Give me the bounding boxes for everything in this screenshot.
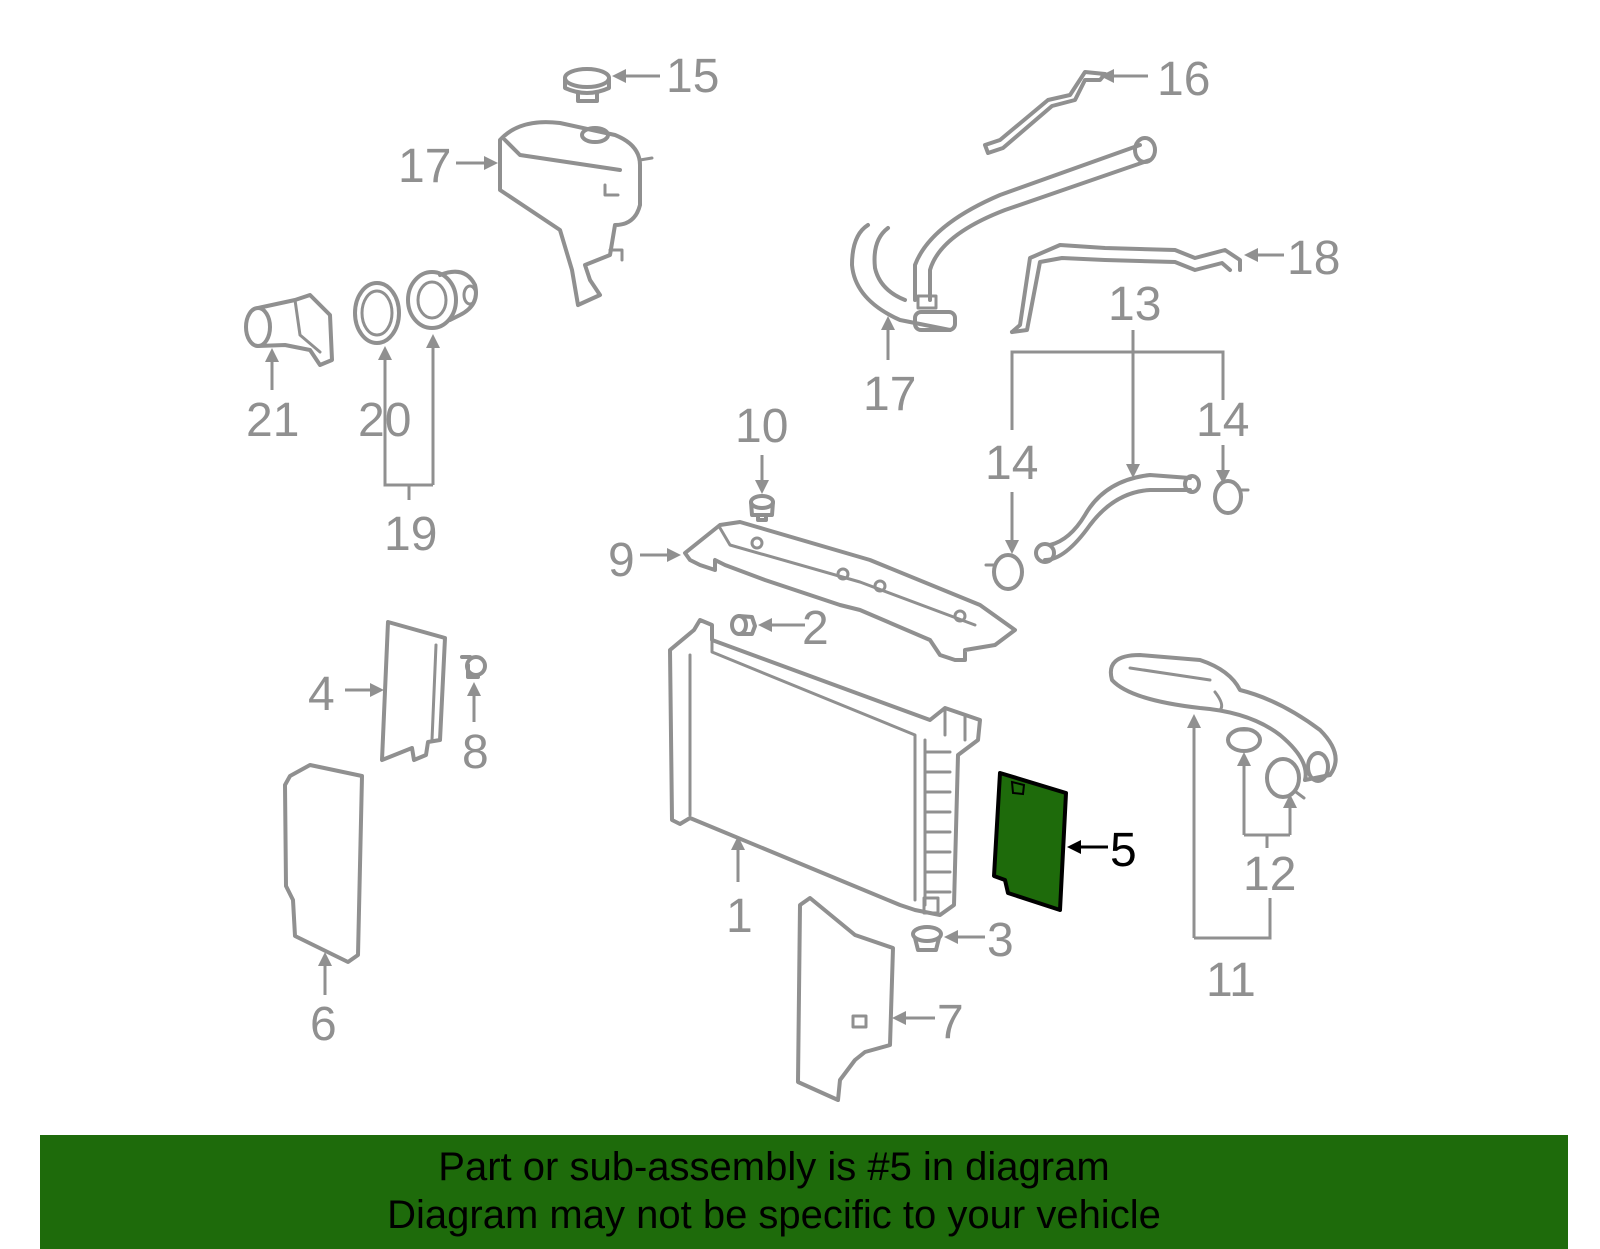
callout-10: 10 bbox=[735, 400, 788, 453]
part-12-clamp bbox=[1226, 727, 1306, 800]
callout-18: 17 bbox=[863, 368, 916, 421]
callout-22: 21 bbox=[246, 394, 299, 447]
part-15-reservoir bbox=[498, 120, 654, 307]
callout-16: 15 bbox=[666, 50, 719, 103]
callout-9: 9 bbox=[608, 534, 635, 587]
callout-20: 19 bbox=[384, 508, 437, 561]
callout-19: 18 bbox=[1287, 232, 1340, 285]
part-21-gasket bbox=[353, 281, 401, 345]
part-4-baffle bbox=[380, 620, 447, 762]
part-2-pin bbox=[730, 614, 757, 636]
part-19-tube bbox=[1010, 243, 1242, 334]
callout-5: 5 bbox=[1110, 824, 1137, 877]
part-5-highlighted bbox=[992, 771, 1068, 912]
callout-1: 1 bbox=[726, 890, 753, 943]
part-1-radiator bbox=[668, 618, 982, 917]
part-3-grommet bbox=[911, 925, 943, 952]
callout-14a: 14 bbox=[985, 437, 1038, 490]
banner-line-1: Part or sub-assembly is #5 in diagram bbox=[438, 1145, 1110, 1189]
callout-12: 12 bbox=[1243, 848, 1296, 901]
part-11-hose bbox=[1108, 653, 1338, 783]
part-13-hose bbox=[1034, 473, 1201, 564]
callout-4: 4 bbox=[308, 668, 335, 721]
part-10-bolt bbox=[749, 494, 775, 522]
part-6-baffle bbox=[283, 763, 364, 964]
part-22-outlet bbox=[244, 293, 334, 367]
callout-8: 8 bbox=[462, 726, 489, 779]
callout-7: 7 bbox=[937, 996, 964, 1049]
callout-2: 2 bbox=[802, 602, 829, 655]
callout-17: 16 bbox=[1157, 53, 1210, 106]
callout-6: 6 bbox=[310, 998, 337, 1051]
banner-line-2: Diagram may not be specific to your vehi… bbox=[387, 1193, 1161, 1237]
part-7-baffle bbox=[796, 896, 895, 1102]
callout-14b: 14 bbox=[1196, 394, 1249, 447]
info-banner: Part or sub-assembly is #5 in diagram Di… bbox=[40, 1135, 1568, 1249]
callout-11: 11 bbox=[1206, 954, 1256, 1007]
part-14-clamp bbox=[984, 479, 1250, 591]
part-18-hose bbox=[850, 136, 1157, 332]
part-20-thermostat bbox=[406, 269, 478, 330]
part-8-pin bbox=[460, 655, 487, 679]
part-9-support bbox=[683, 520, 1017, 662]
callout-3: 3 bbox=[987, 914, 1014, 967]
part-16-cap bbox=[563, 67, 611, 103]
callout-15: 17 bbox=[398, 140, 451, 193]
part-17-tube bbox=[983, 70, 1107, 155]
callout-13: 13 bbox=[1108, 278, 1161, 331]
